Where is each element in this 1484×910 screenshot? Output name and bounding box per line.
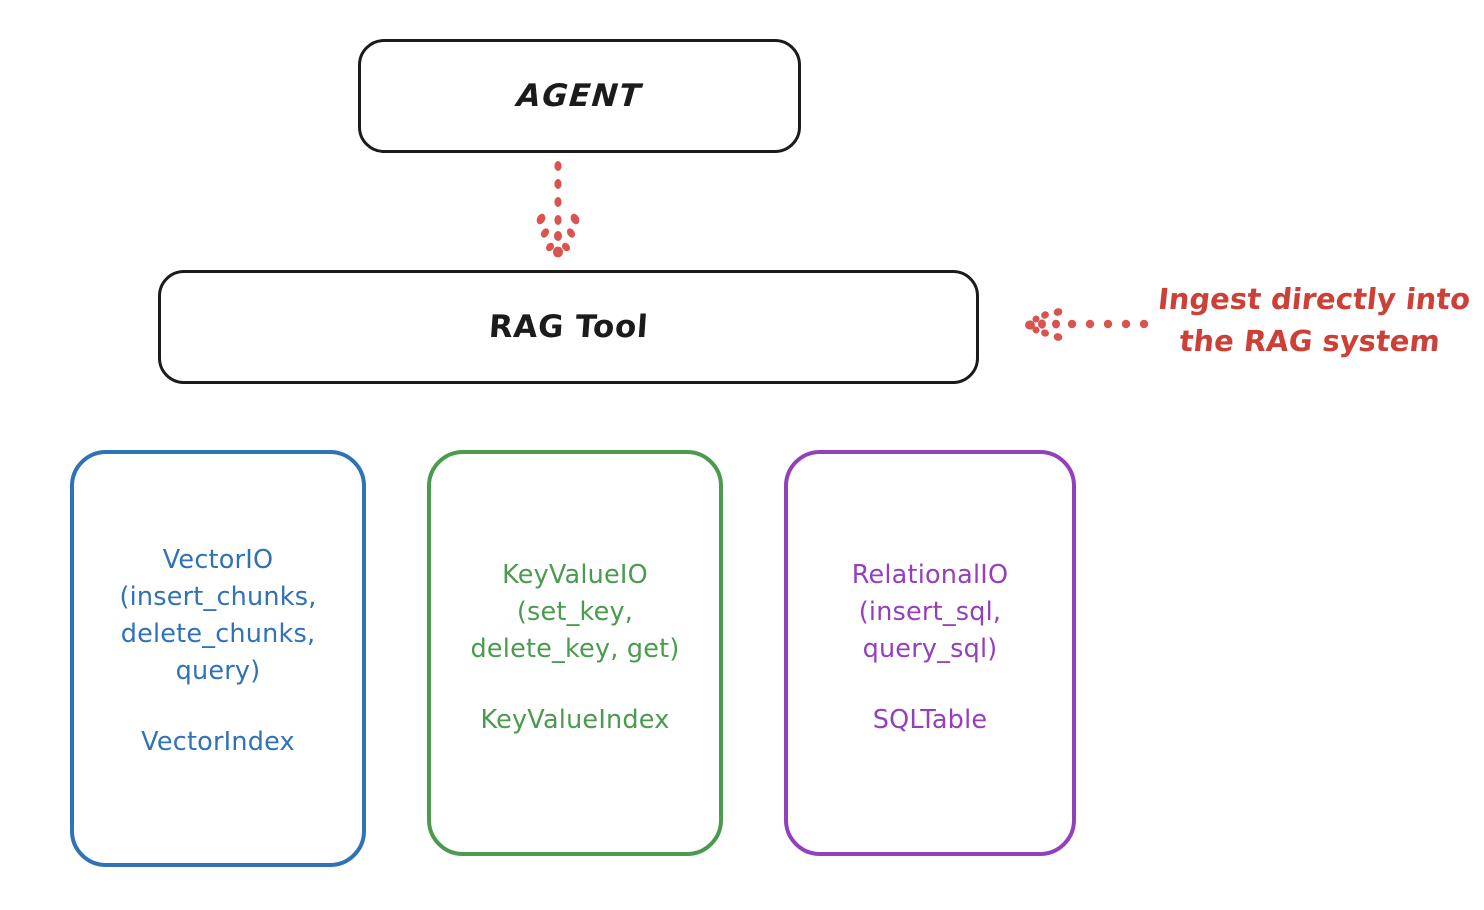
dotted-down-arrow-icon — [536, 161, 580, 258]
node-rag-tool-label: RAG Tool — [487, 309, 650, 345]
key-value-io-index-label: KeyValueIndex — [480, 705, 670, 735]
node-rag-tool[interactable]: RAG Tool — [158, 270, 979, 384]
node-key-value-io[interactable]: KeyValueIO (set_key, delete_key, get) Ke… — [427, 450, 723, 856]
node-agent[interactable]: AGENT — [358, 39, 801, 153]
key-value-io-api-label: KeyValueIO (set_key, delete_key, get) — [470, 560, 680, 664]
vector-io-api-label: VectorIO (insert_chunks, delete_chunks, … — [119, 545, 317, 686]
dotted-left-arrow-icon — [1025, 308, 1149, 341]
relational-io-index-label: SQLTable — [872, 705, 988, 735]
relational-io-api-label: RelationalIO (insert_sql, query_sql) — [851, 560, 1009, 664]
ingest-annotation: Ingest directly into the RAG system — [1156, 282, 1473, 358]
node-vector-io[interactable]: VectorIO (insert_chunks, delete_chunks, … — [70, 450, 366, 867]
node-relational-io[interactable]: RelationalIO (insert_sql, query_sql) SQL… — [784, 450, 1076, 856]
vector-io-index-label: VectorIndex — [141, 727, 295, 757]
node-agent-label: AGENT — [515, 78, 644, 114]
